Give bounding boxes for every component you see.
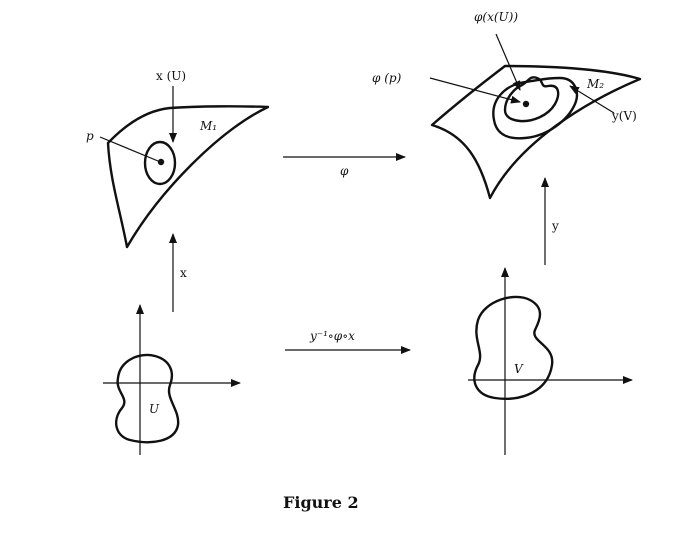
region-V bbox=[473, 295, 554, 400]
p-pointer bbox=[99, 136, 159, 162]
label-x-of-U: x (U) bbox=[156, 69, 186, 83]
phi-p-pointer bbox=[429, 77, 521, 104]
region-phi-xU bbox=[503, 76, 560, 123]
label-p: p bbox=[86, 129, 94, 143]
label-transition: y⁻¹∘φ∘x bbox=[309, 329, 355, 343]
label-phi-x-U: φ(x(U)) bbox=[474, 10, 518, 24]
label-y-map: y bbox=[551, 219, 559, 233]
label-phi: φ bbox=[340, 164, 349, 178]
label-y-of-V: y(V) bbox=[611, 109, 637, 123]
label-U: U bbox=[149, 402, 160, 416]
label-m2: M₂ bbox=[586, 77, 604, 91]
phi-xU-arrow bbox=[495, 33, 521, 91]
yV-pointer bbox=[569, 85, 615, 114]
coordinate-patch-xU bbox=[143, 140, 177, 186]
label-V: V bbox=[514, 362, 524, 376]
region-U bbox=[114, 353, 180, 444]
point-phi-p bbox=[522, 100, 530, 108]
manifold-m2 bbox=[430, 64, 642, 200]
manifold-m1 bbox=[106, 105, 270, 249]
label-phi-p: φ (p) bbox=[372, 71, 402, 85]
point-p bbox=[157, 158, 165, 166]
figure-caption: Figure 2 bbox=[283, 493, 359, 512]
label-x-map: x bbox=[180, 266, 187, 280]
label-m1: M₁ bbox=[199, 119, 217, 133]
